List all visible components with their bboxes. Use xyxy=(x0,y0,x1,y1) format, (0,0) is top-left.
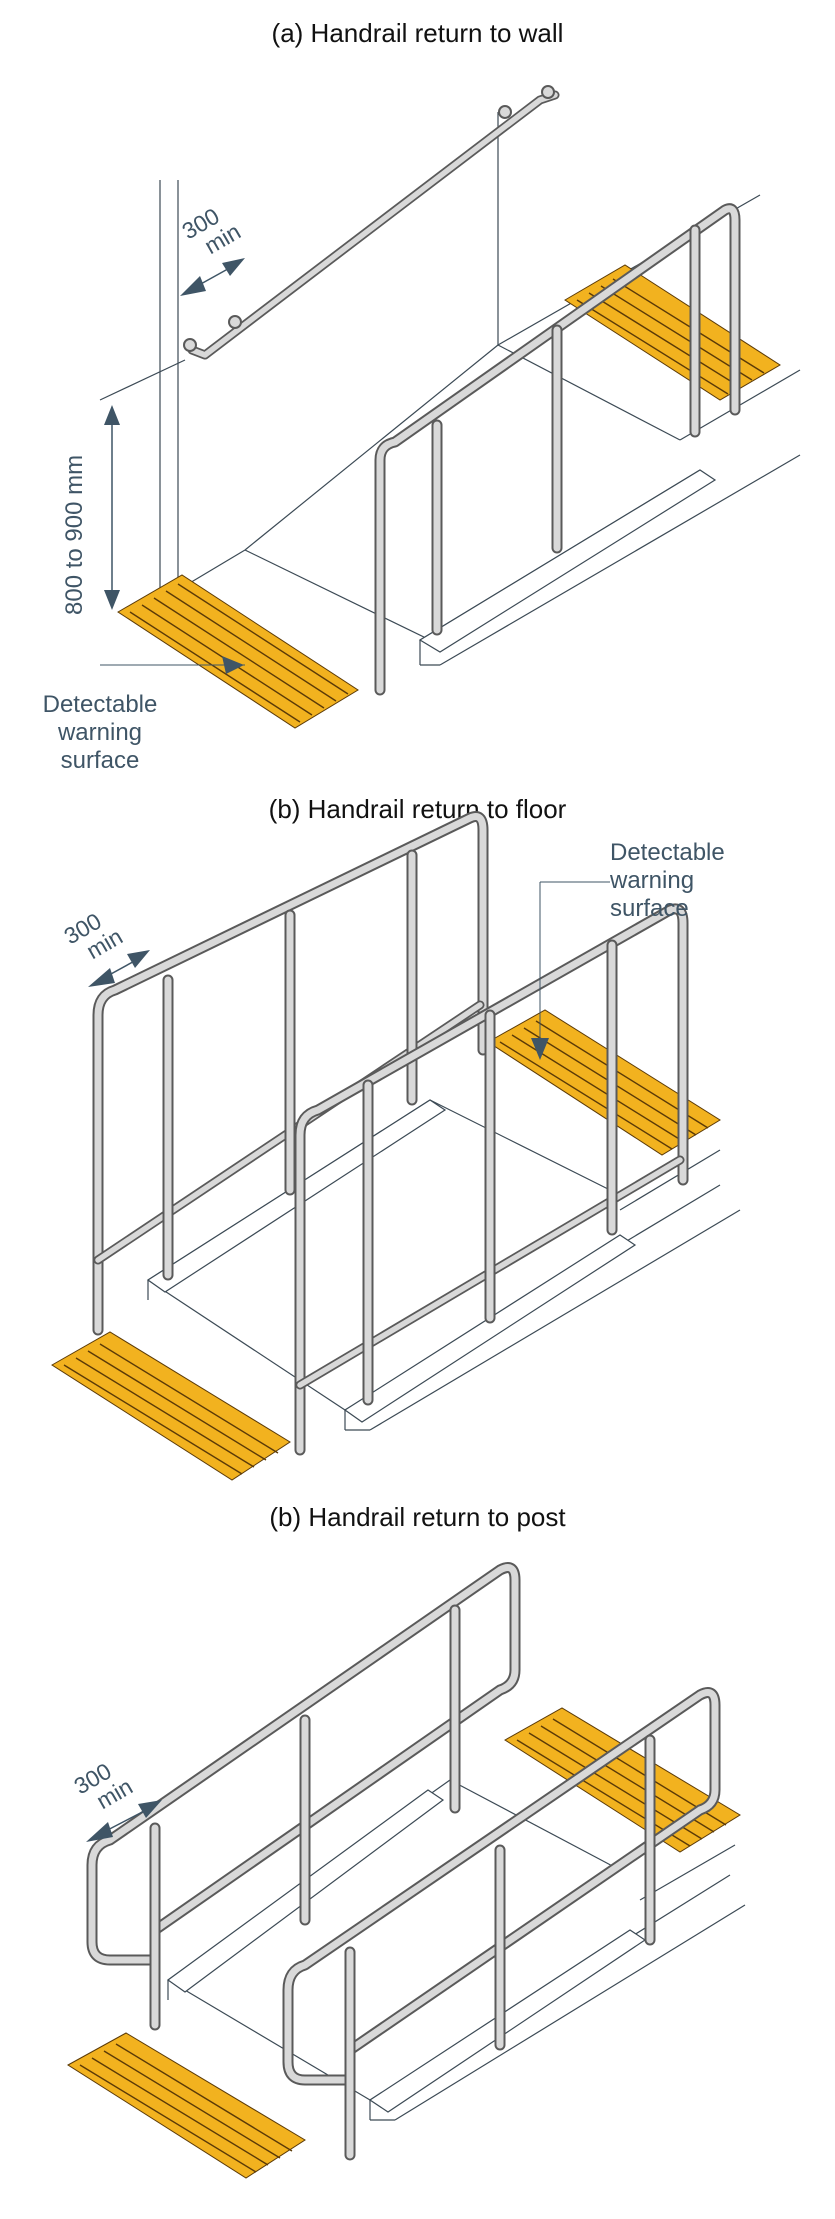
right-handrail xyxy=(294,903,689,1456)
tactile-warning-surface xyxy=(564,264,781,401)
panel-title: (b) Handrail return to floor xyxy=(268,794,567,824)
tactile-warning-surface xyxy=(504,1707,741,1853)
ramp-curb xyxy=(368,1929,647,2113)
right-handrail xyxy=(282,1687,721,2161)
tactile-warning-surface xyxy=(67,2032,306,2179)
left-handrail xyxy=(92,811,489,1336)
warning-label-line1: Detectable xyxy=(610,839,725,866)
panel-post-return: (b) Handrail return to post xyxy=(0,1490,835,2219)
panel-wall-return: (a) Handrail return to wall xyxy=(0,0,835,790)
warning-callout xyxy=(531,881,610,1060)
wall-handrail xyxy=(187,90,560,360)
ramp-curb xyxy=(418,469,717,653)
wall-bracket xyxy=(183,85,555,352)
panel-title: (b) Handrail return to post xyxy=(269,1502,566,1532)
panel-floor-return: (b) Handrail return to floor xyxy=(0,790,835,1490)
tactile-warning-surface xyxy=(51,1331,291,1481)
left-handrail xyxy=(86,1562,521,2031)
tactile-warning-surface xyxy=(117,574,359,729)
height-dimension xyxy=(104,405,120,610)
ramp-curb xyxy=(343,1234,637,1423)
floor-return-drawing: 300 min Detectable warning surface xyxy=(51,811,741,1481)
warning-label-line3: surface xyxy=(61,747,140,774)
warning-label-line2: warning xyxy=(57,719,142,746)
panel-title: (a) Handrail return to wall xyxy=(271,18,564,48)
height-label: 800 to 900 mm xyxy=(61,455,88,615)
wall-return-drawing: 800 to 900 mm 300 min Detectable warning… xyxy=(43,85,801,774)
post-return-drawing: 300 min xyxy=(67,1562,746,2179)
clearance-dimension xyxy=(180,258,245,296)
warning-callout xyxy=(100,656,245,674)
ramp-outline xyxy=(147,1099,741,1431)
warning-label-line1: Detectable xyxy=(43,691,158,718)
warning-label-line2: warning xyxy=(609,867,694,894)
clearance-dimension xyxy=(88,950,150,987)
clearance-dimension xyxy=(86,1800,162,1842)
warning-label-line3: surface xyxy=(610,895,689,922)
guard-handrail xyxy=(374,203,741,696)
